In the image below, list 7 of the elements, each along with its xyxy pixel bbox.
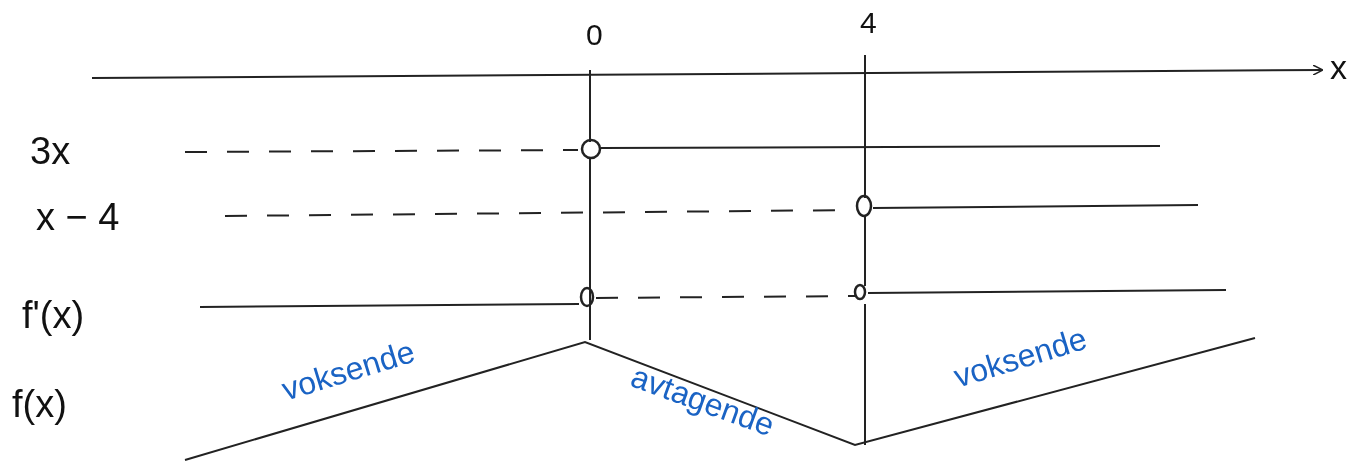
row-label: 3x (30, 132, 71, 170)
row-label: f(x) (12, 385, 67, 423)
axis-label: x (1330, 50, 1347, 84)
row-label: f'(x) (22, 296, 85, 334)
tick-label: 0 (586, 20, 603, 50)
tick-label: 4 (860, 8, 877, 38)
row-label: x − 4 (36, 198, 120, 236)
